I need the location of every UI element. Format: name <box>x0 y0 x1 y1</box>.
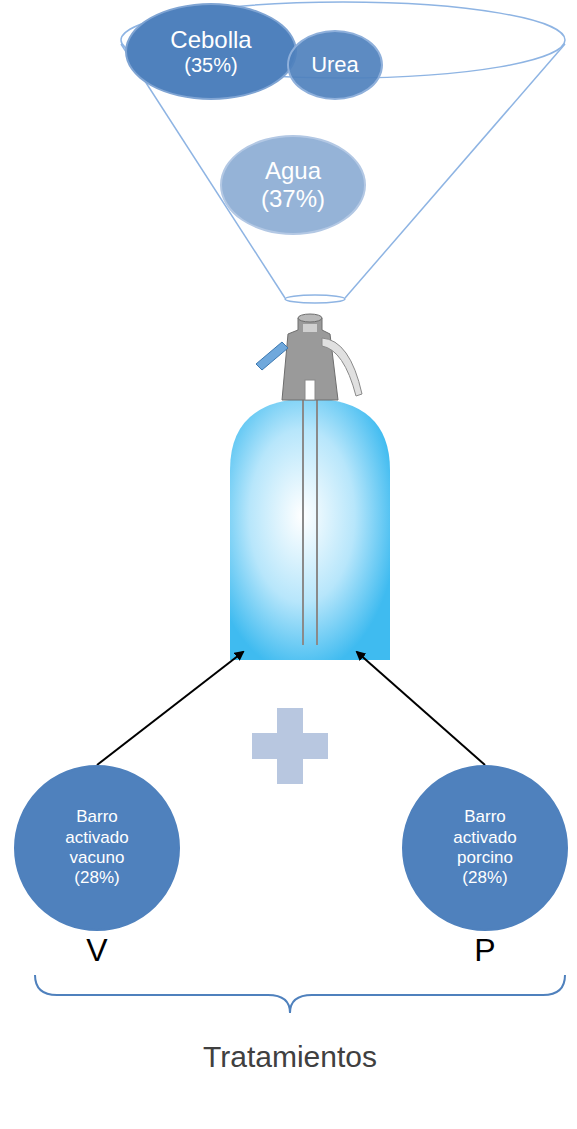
brace <box>35 975 565 1013</box>
ingredient-ellipse: Urea <box>287 30 383 100</box>
treatment-letter: P <box>474 932 495 969</box>
node-text: Barro activado porcino (28%) <box>433 807 537 889</box>
node-subtext: (37%) <box>261 185 325 213</box>
node-text: Agua <box>265 157 321 185</box>
ingredient-ellipse: Cebolla(35%) <box>125 3 297 100</box>
node-subtext: (35%) <box>184 54 237 77</box>
treatment-circle: Barro activado vacuno (28%) <box>14 765 180 931</box>
node-text: Barro activado vacuno (28%) <box>45 807 149 889</box>
group-label: Tratamientos <box>203 1040 377 1074</box>
arrow <box>97 652 243 765</box>
plus-sign <box>252 708 328 784</box>
ingredient-ellipse: Agua(37%) <box>220 135 366 235</box>
node-text: Urea <box>311 52 359 77</box>
treatment-circle: Barro activado porcino (28%) <box>402 765 568 931</box>
node-text: Cebolla <box>170 26 251 54</box>
arrow <box>357 652 485 765</box>
funnel <box>121 2 565 303</box>
siphon-bottle <box>230 314 390 660</box>
treatment-letter: V <box>86 932 107 969</box>
